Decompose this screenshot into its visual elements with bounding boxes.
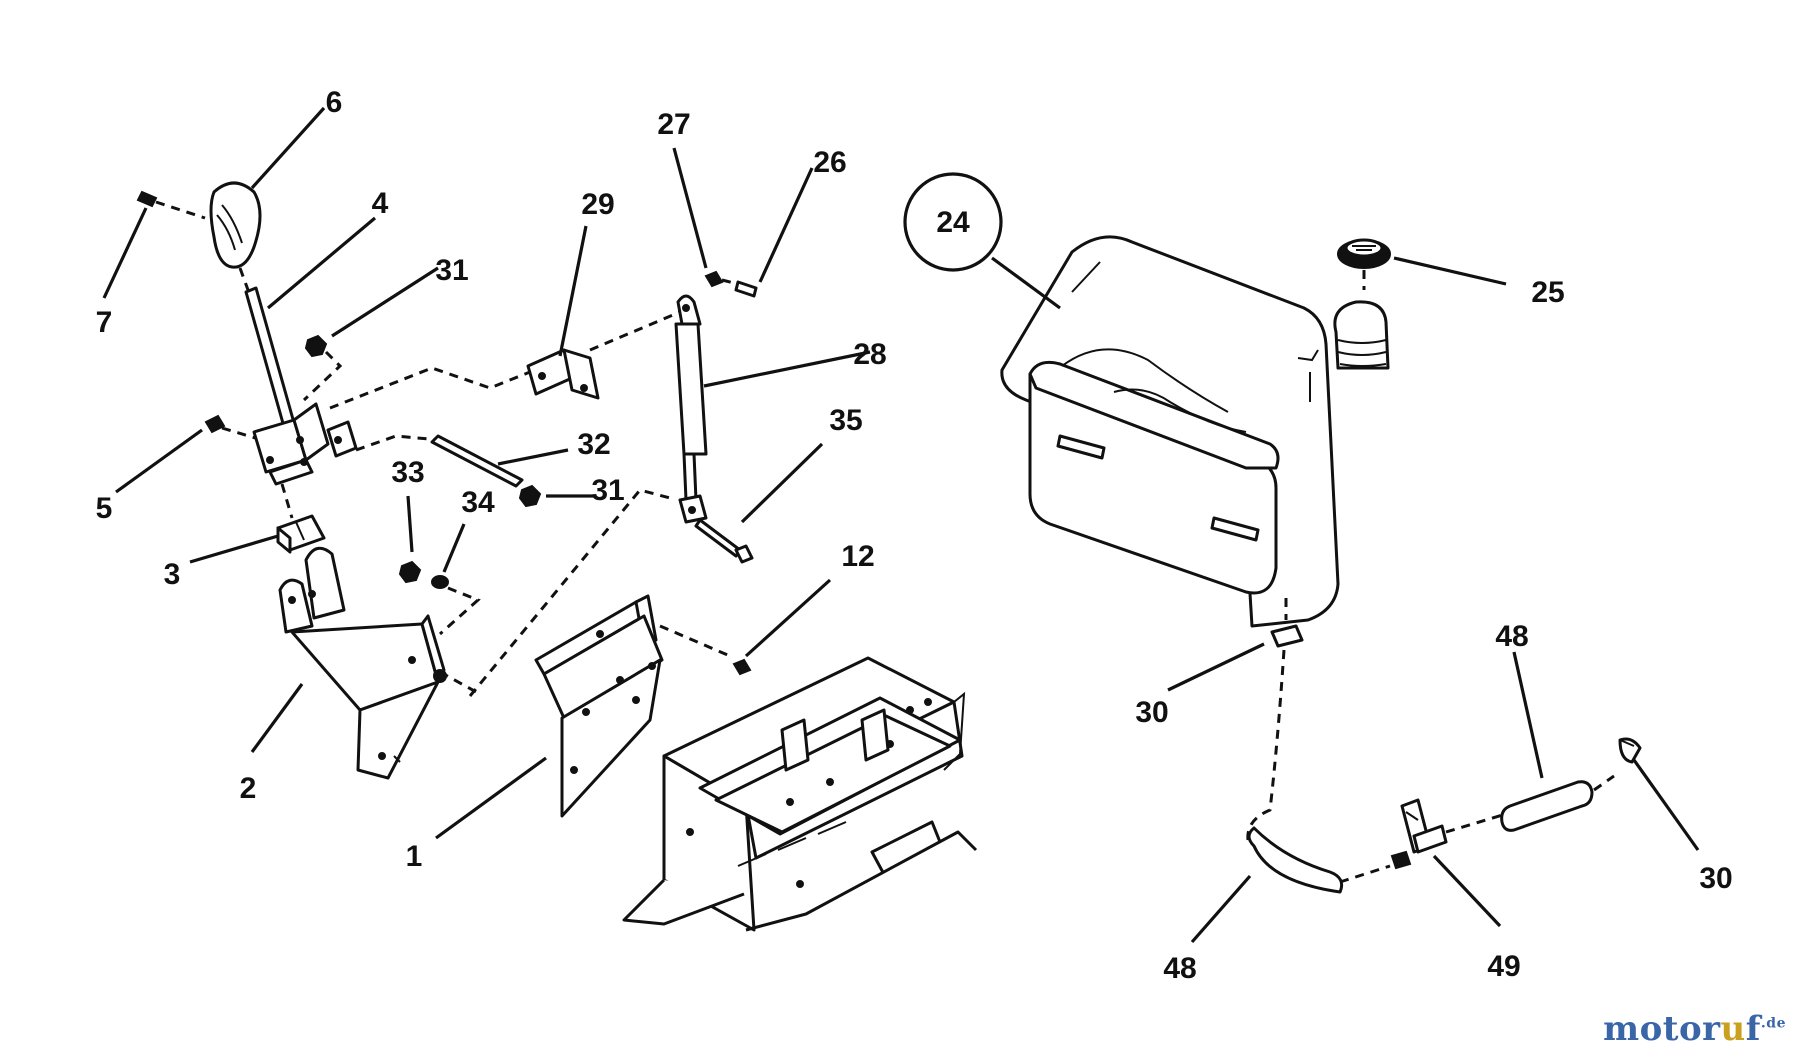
callout-24: 24 [936,206,970,239]
callout-27: 27 [657,108,690,141]
part-1-bracket [534,594,731,818]
callout-28: 28 [853,338,886,371]
callout-30-right: 30 [1699,862,1732,895]
part-12-bolt [732,658,752,676]
callout-35: 35 [829,404,862,437]
part-5-bolt [204,414,263,442]
part-2-bracket [278,546,447,780]
lever-coupler [326,420,358,458]
watermark-logo: motoruf.de [1603,1009,1786,1049]
part-28-gas-spring [674,294,708,524]
part-25-fuel-cap [1337,238,1391,290]
watermark-accent: u [1720,1009,1746,1049]
leader-lines [102,106,1700,944]
callout-48-left: 48 [1163,952,1196,985]
lever-pivot-bracket [252,402,330,486]
callout-6: 6 [326,86,343,119]
part-48-hose-upper [1500,774,1615,832]
callout-24-circle [903,172,1003,272]
linkage-rod-upper [329,366,531,410]
part-27-clip [704,270,724,288]
part-30-clamp-upper [1270,598,1304,648]
part-32-pin [430,434,524,488]
part-7-screw [136,190,206,220]
callout-labels: 6 7 4 31 5 3 2 1 29 27 26 28 32 31 33 34… [96,86,1733,985]
part-31-nut-upper [302,334,343,402]
callout-33: 33 [391,456,424,489]
part-33-nut [398,560,422,584]
callout-31-upper: 31 [435,254,468,287]
watermark-tld: .de [1760,1015,1786,1032]
part-3-block [276,483,326,554]
callout-26: 26 [813,146,846,179]
watermark-main: motor [1603,1009,1721,1049]
part-35-bolt [694,518,754,564]
part-49-valve [1390,798,1507,870]
part-29-bracket [526,310,681,400]
callout-49: 49 [1487,950,1520,983]
callout-2: 2 [240,772,257,805]
callout-5: 5 [96,492,113,525]
tank-filler-neck [1333,300,1390,370]
callout-34: 34 [461,486,495,519]
callout-32: 32 [577,428,610,461]
callout-25: 25 [1531,276,1564,309]
callout-29: 29 [581,188,614,221]
callout-1: 1 [406,840,423,873]
part-48-hose-lower [1246,649,1391,894]
part-26-pin [721,278,758,298]
callout-30-left: 30 [1135,696,1168,729]
part-31-nut-lower [518,484,542,508]
chassis-frame [622,656,978,932]
callout-48-right: 48 [1495,620,1528,653]
part-24-fuel-tank [1000,235,1340,628]
callout-4: 4 [372,187,389,220]
part-6-knob [209,181,262,269]
part-30-clamp-right [1618,737,1642,764]
callout-31-lower: 31 [591,474,624,507]
part-34-washer [431,575,481,636]
watermark-end: f [1745,1009,1761,1049]
linkage-rod-lower [355,434,441,452]
callout-12: 12 [841,540,874,573]
callout-3: 3 [164,558,181,591]
callout-7: 7 [96,306,113,339]
